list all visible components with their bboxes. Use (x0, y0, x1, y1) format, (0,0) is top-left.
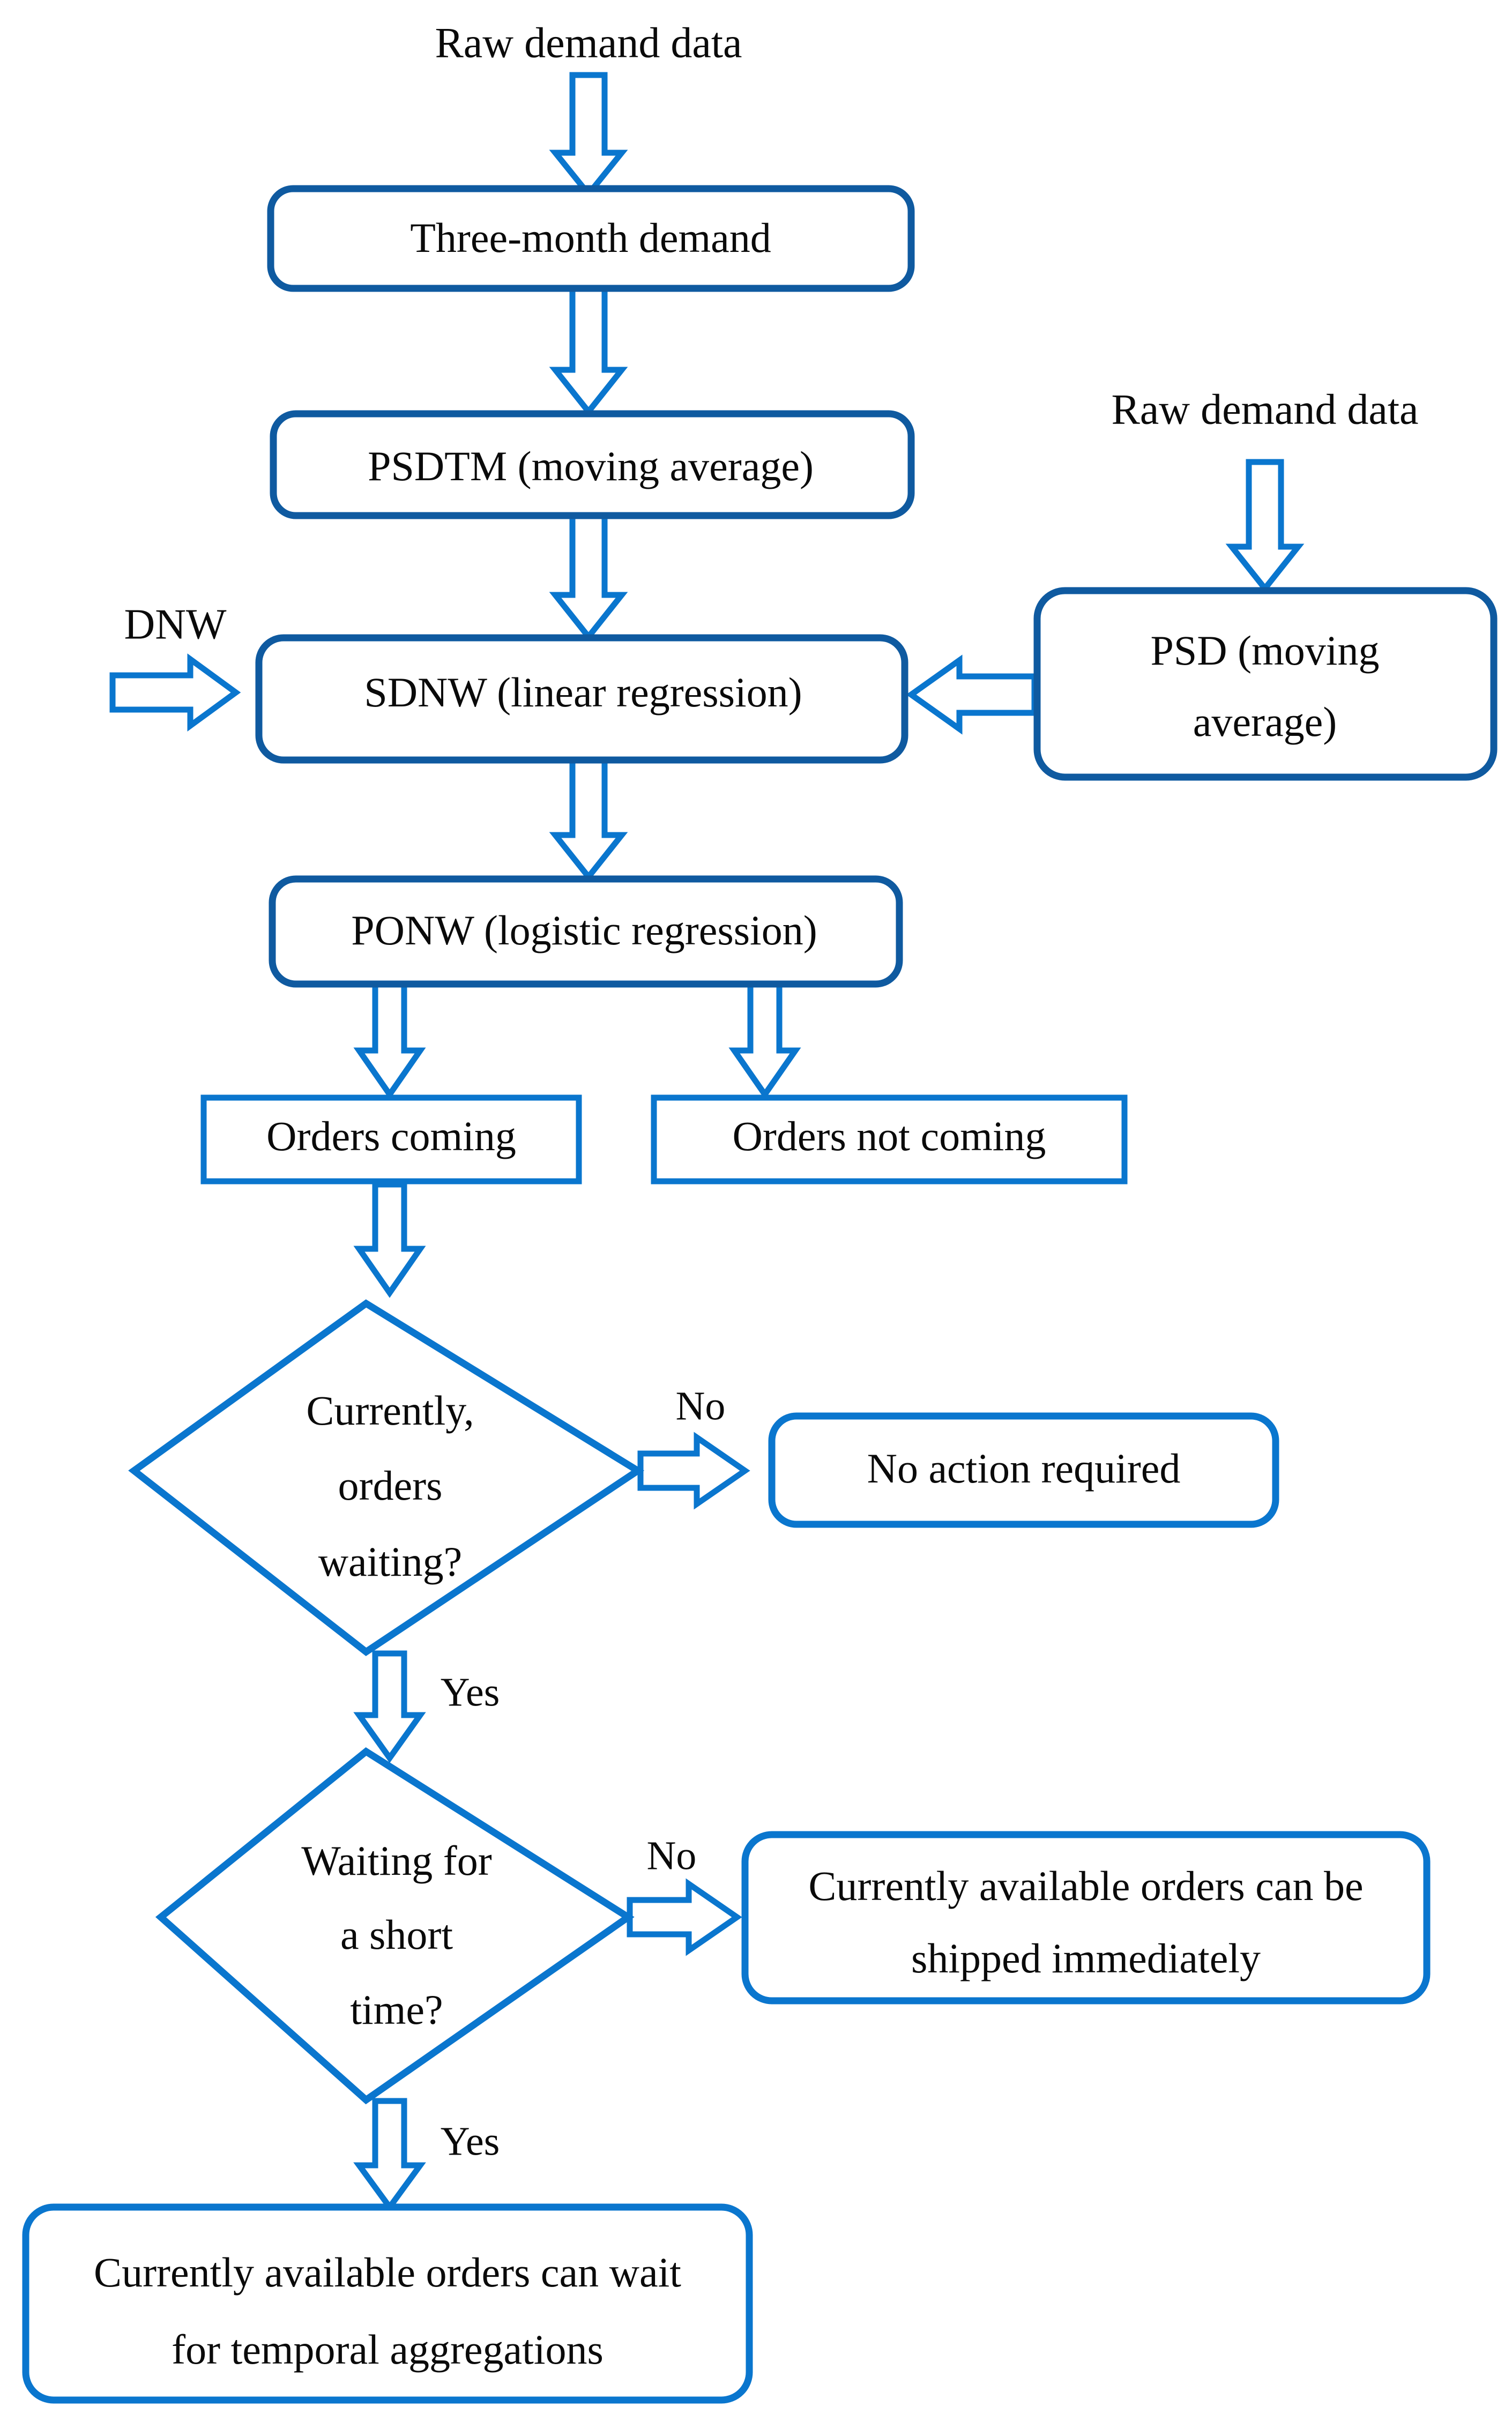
node-wait-for-aggregations-line1: Currently available orders can wait (94, 2249, 681, 2296)
node-wait-for-aggregations-line2: for temporal aggregations (172, 2326, 604, 2373)
arrow-psd-to-sdnw (906, 654, 1038, 735)
edge-label-decision-orders-waiting-yes: Yes (441, 1670, 500, 1715)
node-ship-immediately-line1: Currently available orders can be (808, 1862, 1363, 1909)
node-psd[interactable]: PSD (moving average) (1033, 587, 1498, 781)
label-raw-demand-data-right: Raw demand data (1111, 386, 1418, 433)
node-decision-orders-waiting[interactable]: Currently, orders waiting? (128, 1299, 645, 1657)
node-decision-short-time-line1: Waiting for (301, 1837, 491, 1884)
arrow-decision-orders-waiting-yes (353, 1650, 426, 1763)
arrow-decision-orders-waiting-no (637, 1432, 750, 1510)
node-decision-orders-waiting-line3: waiting? (318, 1538, 463, 1585)
node-psdtm[interactable]: PSDTM (moving average) (270, 410, 915, 519)
arrow-three-month-demand-to-psdtm (549, 284, 628, 416)
node-ponw-label: PONW (logistic regression) (351, 907, 817, 953)
node-decision-orders-waiting-line2: orders (338, 1462, 443, 1509)
node-orders-not-coming-label: Orders not coming (733, 1113, 1046, 1159)
arrow-sdnw-to-ponw (549, 757, 628, 882)
node-ship-immediately-line2: shipped immediately (911, 1935, 1261, 1981)
node-orders-coming-label: Orders coming (266, 1113, 516, 1159)
node-sdnw[interactable]: SDNW (linear regression) (255, 634, 908, 764)
arrow-dnw-to-sdnw (109, 653, 241, 732)
arrow-decision-short-time-yes (353, 2098, 426, 2212)
node-ship-immediately[interactable]: Currently available orders can be shippe… (741, 1831, 1431, 2005)
label-dnw-input: DNW (124, 601, 227, 648)
label-raw-demand-data-top: Raw demand data (435, 19, 742, 66)
arrow-ponw-to-orders-coming (353, 981, 426, 1100)
arrow-raw-demand-to-three-month-demand (549, 72, 628, 199)
arrow-decision-short-time-no (627, 1878, 742, 1956)
node-decision-short-time[interactable]: Waiting for a short time? (155, 1747, 635, 2105)
node-sdnw-label: SDNW (linear regression) (364, 669, 802, 716)
arrow-ponw-to-orders-not-coming (728, 981, 801, 1100)
arrow-raw-demand-to-psd (1225, 459, 1305, 593)
node-psd-label-line1: PSD (moving (1151, 627, 1380, 674)
node-decision-orders-waiting-line1: Currently, (306, 1387, 474, 1434)
node-orders-not-coming[interactable]: Orders not coming (651, 1094, 1128, 1184)
edge-label-decision-orders-waiting-no: No (676, 1383, 726, 1428)
node-psd-label-line2: average) (1193, 698, 1337, 745)
node-three-month-demand-label: Three-month demand (410, 214, 771, 261)
node-wait-for-aggregations[interactable]: Currently available orders can wait for … (22, 2203, 753, 2404)
arrow-orders-coming-to-decision-orders-waiting (353, 1181, 426, 1298)
node-no-action-required[interactable]: No action required (768, 1412, 1279, 1528)
node-no-action-required-label: No action required (867, 1445, 1181, 1492)
node-decision-short-time-line2: a short (340, 1911, 453, 1958)
node-three-month-demand[interactable]: Three-month demand (267, 185, 915, 292)
node-psdtm-label: PSDTM (moving average) (368, 443, 814, 489)
node-orders-coming[interactable]: Orders coming (200, 1094, 582, 1184)
node-ponw[interactable]: PONW (logistic regression) (269, 875, 903, 988)
edge-label-decision-short-time-yes: Yes (441, 2119, 500, 2164)
edge-label-decision-short-time-no: No (647, 1833, 697, 1878)
arrow-psdtm-to-sdnw (549, 511, 628, 642)
node-decision-short-time-line3: time? (350, 1986, 443, 2033)
